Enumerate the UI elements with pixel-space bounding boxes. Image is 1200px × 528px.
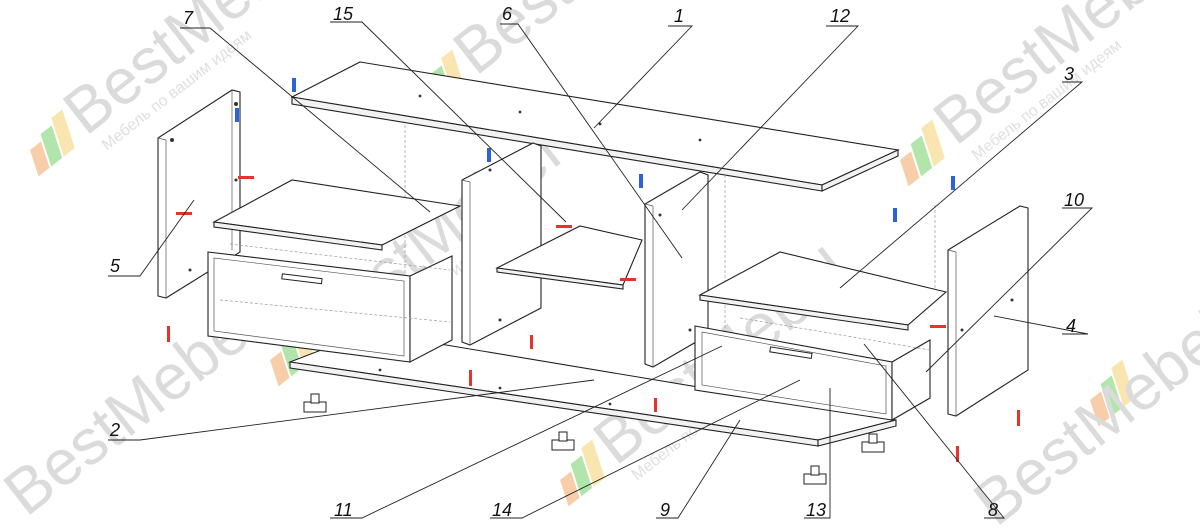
part-label-11: 11 (334, 500, 353, 520)
fastener-blue-icon (951, 176, 955, 190)
part-label-14: 14 (492, 500, 512, 520)
part-1-top-panel (290, 61, 900, 192)
part-label-12: 12 (830, 6, 850, 26)
fastener-red-icon (654, 398, 657, 412)
fastener-red-icon (530, 335, 533, 349)
part-label-10: 10 (1064, 190, 1084, 210)
fastener-red-icon (620, 278, 636, 281)
part-number-labels: 7 15 6 1 12 3 10 4 5 2 11 14 9 13 8 (109, 4, 1084, 520)
watermark-logo (1090, 359, 1135, 427)
fastener-red-icon (238, 176, 254, 179)
watermark-logo: BestMebel Мебель по вашим идеям (900, 0, 1200, 187)
fastener-blue-icon (292, 78, 296, 92)
fastener-red-icon (1017, 410, 1020, 426)
leg (303, 393, 327, 413)
part-label-1: 1 (674, 6, 684, 26)
leader-lines (108, 21, 1094, 519)
leg (551, 431, 575, 451)
part-label-3: 3 (1064, 64, 1074, 84)
fastener-red-icon (956, 446, 959, 462)
part-label-9: 9 (660, 500, 670, 520)
part-3-right-shelf (698, 251, 948, 331)
fastener-red-icon (167, 326, 170, 342)
drawer-handle (281, 273, 323, 285)
fastener-blue-icon (893, 208, 897, 222)
leg (803, 465, 827, 485)
fastener-red-icon (930, 325, 946, 328)
legs (303, 393, 885, 485)
part-label-13: 13 (806, 500, 826, 520)
part-5-left-side (157, 89, 241, 299)
fastener-blue-icon (235, 108, 239, 122)
left-drawer (207, 243, 453, 363)
drawer-handle (769, 346, 813, 359)
part-label-2: 2 (109, 420, 120, 440)
part-6-middle-shelf (495, 225, 643, 290)
part-label-7: 7 (183, 8, 194, 28)
part-label-8: 8 (988, 500, 998, 520)
part-label-5: 5 (110, 256, 121, 276)
leg (861, 433, 885, 453)
left-shelf (212, 179, 462, 251)
part-label-6: 6 (502, 4, 513, 24)
part-label-4: 4 (1066, 316, 1076, 336)
fasteners (167, 78, 1020, 462)
fastener-blue-icon (639, 174, 643, 188)
part-15-left-partition (461, 142, 542, 346)
fastener-red-icon (556, 225, 572, 228)
part-label-15: 15 (333, 4, 354, 24)
fastener-blue-icon (487, 148, 491, 162)
right-drawer (694, 317, 931, 421)
fastener-red-icon (469, 370, 472, 386)
